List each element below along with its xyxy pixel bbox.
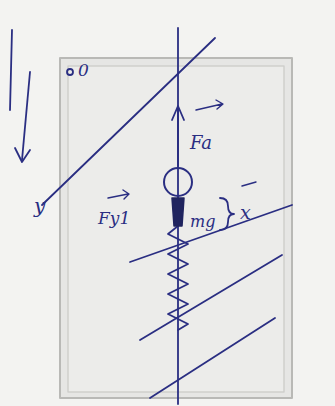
arrow-head [172,106,184,120]
origin-label: 0 [78,62,89,79]
container-outline [60,58,292,398]
tick-mark [242,182,256,186]
force-arrow [177,108,179,166]
hatch-line [42,38,215,205]
force-label: Fa [190,134,212,152]
brace [220,198,234,230]
edge-mark [10,30,12,110]
force-label: Fy1 [98,210,130,227]
hatch-line [130,205,292,262]
dimension-label: x [240,203,251,222]
vector-mark [196,100,223,110]
origin-mark [67,69,73,75]
container-inner [68,66,284,392]
ball [164,168,192,196]
spring-top [172,198,184,226]
axis-arrow [22,72,30,160]
force-label: mg [190,214,215,230]
hatch-line [150,318,275,398]
vector-mark [108,190,129,199]
arrow-head [15,148,30,162]
spring [168,226,188,330]
axis-label: y [34,196,45,216]
